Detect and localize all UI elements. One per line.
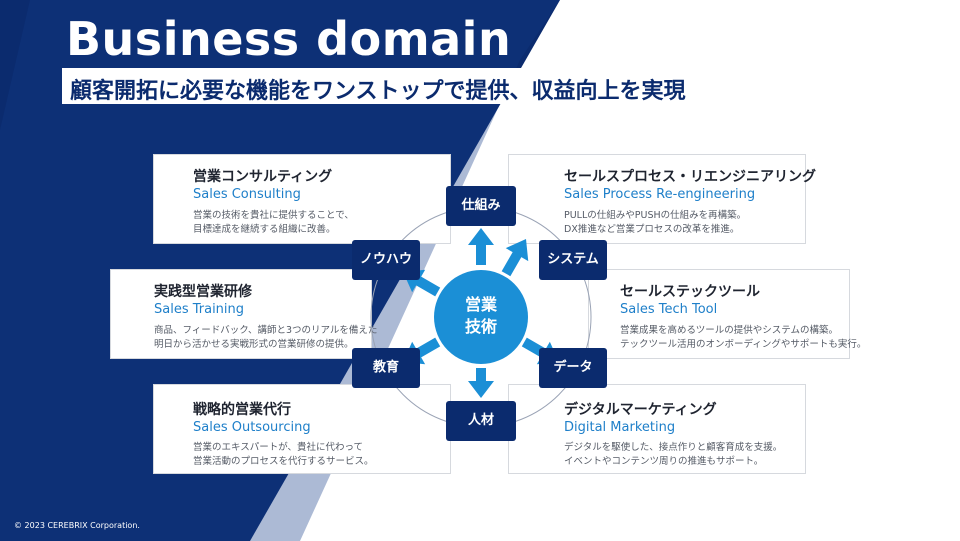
card-desc-line: テックツール活用のオンボーディングやサポートも実行。 (620, 339, 867, 350)
card-title-jp: セールステックツール (620, 284, 760, 300)
card-title-en: Sales Tech Tool (620, 302, 718, 317)
card-title-en: Digital Marketing (564, 420, 676, 435)
card-title-en: Sales Outsourcing (193, 420, 311, 435)
center-label-line2: 技術 (464, 317, 497, 336)
card-title-jp: セールスプロセス・リエンジニアリング (564, 169, 816, 185)
copyright-text: © 2023 CEREBRIX Corporation. (14, 521, 140, 530)
node-knowhow: ノウハウ (352, 240, 420, 280)
card-title-jp: デジタルマーケティング (564, 402, 717, 418)
card-title-en: Sales Consulting (193, 187, 301, 202)
subtitle-band (62, 68, 742, 104)
card-title-en: Sales Training (154, 302, 245, 317)
arrows (403, 228, 559, 398)
card-sales-process-reengineering: セールスプロセス・リエンジニアリング Sales Process Re-engi… (508, 154, 816, 244)
arrow-up (468, 228, 494, 265)
node-system: システム (539, 240, 607, 280)
arrow-down (468, 368, 494, 398)
node-education: 教育 (352, 348, 420, 388)
card-sales-outsourcing: 戦略的営業代行 Sales Outsourcing 営業のエキスパートが、貴社に… (153, 384, 451, 474)
card-desc-line: イベントやコンテンツ周りの推進もサポート。 (564, 456, 764, 467)
page-subtitle: 顧客開拓に必要な機能をワンストップで提供、収益向上を実現 (70, 79, 686, 104)
card-desc-line: 目標達成を継続する組織に改善。 (193, 224, 336, 235)
page-title: Business domain (66, 12, 512, 66)
card-desc-line: DX推進など営業プロセスの改革を推進。 (564, 224, 740, 235)
card-desc-line: 営業の技術を貴社に提供することで、 (193, 210, 354, 221)
node-talent: 人材 (446, 401, 516, 441)
center-label-line1: 営業 (464, 295, 497, 314)
node-data: データ (539, 348, 607, 388)
card-title-en: Sales Process Re-engineering (564, 187, 756, 202)
card-desc-line: 明日から活かせる実戦形式の営業研修の提供。 (154, 339, 354, 350)
card-title-jp: 営業コンサルティング (193, 169, 333, 185)
card-digital-marketing: デジタルマーケティング Digital Marketing デジタルを駆使した、… (508, 384, 806, 474)
arrow-upper-right (501, 239, 529, 277)
card-title-jp: 実践型営業研修 (154, 284, 252, 300)
card-desc-line: 営業成果を高めるツールの提供やシステムの構築。 (620, 325, 839, 336)
card-desc-line: デジタルを駆使した、接点作りと顧客育成を支援。 (564, 442, 783, 453)
card-sales-consulting: 営業コンサルティング Sales Consulting 営業の技術を貴社に提供す… (153, 154, 451, 244)
node-mechanism: 仕組み (446, 186, 516, 226)
card-desc-line: 営業活動のプロセスを代行するサービス。 (193, 456, 374, 467)
card-desc-line: 営業のエキスパートが、貴社に代わって (193, 442, 364, 453)
card-desc-line: 商品、フィードバック、講師と3つのリアルを備えた (154, 325, 378, 336)
center-core-circle: 営業 技術 (434, 270, 528, 364)
card-desc-line: PULLの仕組みやPUSHの仕組みを再構築。 (564, 210, 747, 221)
card-sales-training: 実践型営業研修 Sales Training 商品、フィードバック、講師と3つの… (110, 269, 377, 359)
card-sales-tech-tool: セールステックツール Sales Tech Tool 営業成果を高めるツールの提… (588, 269, 866, 359)
card-title-jp: 戦略的営業代行 (193, 402, 291, 418)
